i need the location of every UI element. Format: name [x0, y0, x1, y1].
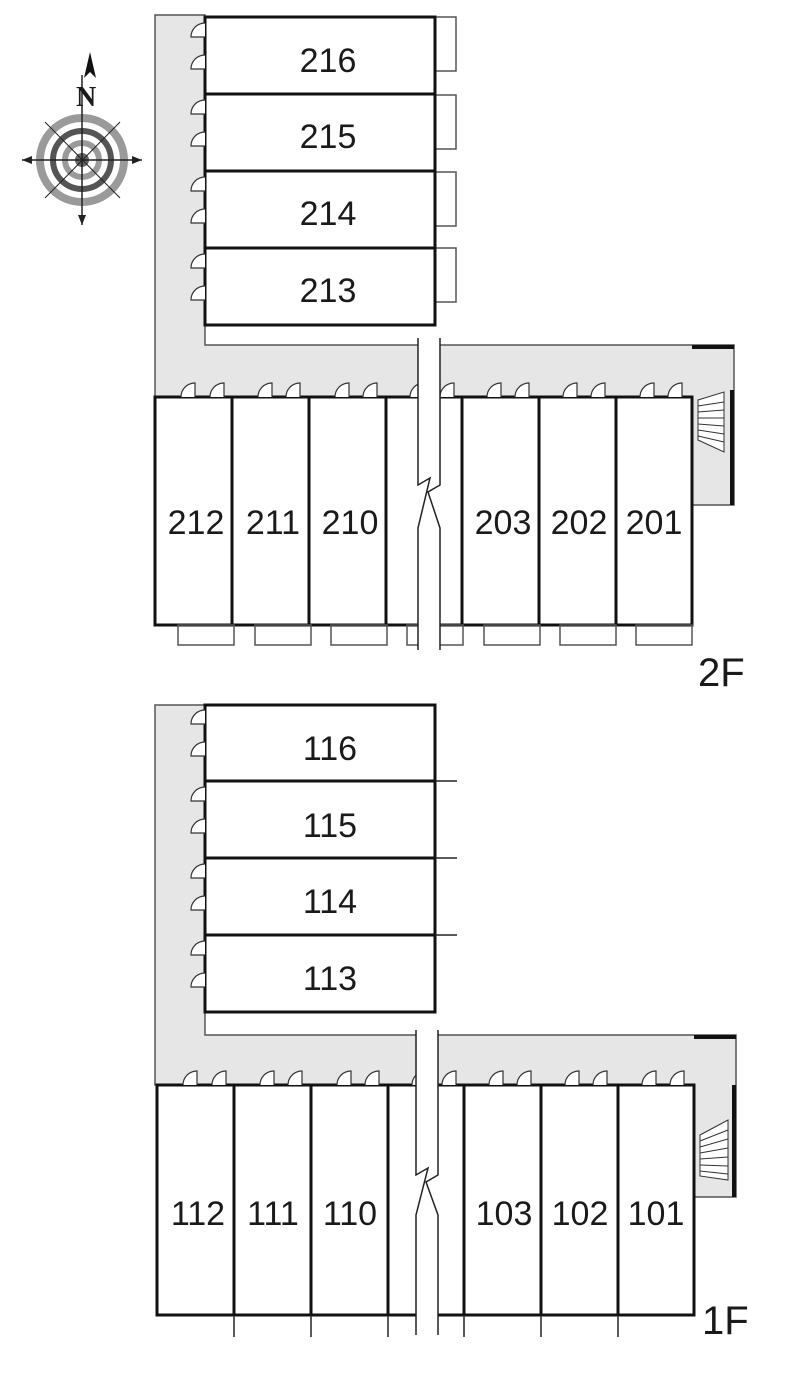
unit-label: 214 [300, 195, 357, 233]
unit-114 [203, 856, 437, 937]
unit-label: 116 [303, 730, 357, 768]
unit-label: 202 [551, 504, 608, 542]
unit-212 [153, 395, 234, 627]
unit-label: 101 [628, 1195, 685, 1233]
floor-2f: 216 215 214 213 212 211 210 203 202 201 … [153, 14, 745, 695]
unit-label: 212 [168, 504, 225, 542]
unit-label: 213 [300, 272, 357, 310]
unit-label: 113 [303, 960, 357, 998]
break-line-1f [416, 1030, 438, 1335]
unit-216 [203, 15, 437, 96]
unit-labels-2f: 216 215 214 213 212 211 210 203 202 201 [168, 42, 683, 542]
unit-112 [155, 1083, 236, 1317]
unit-103 [462, 1083, 543, 1317]
unit-label: 110 [323, 1195, 377, 1233]
unit-labels-1f: 116 115 114 113 112 111 110 103 102 101 [171, 730, 684, 1233]
floor-1f: 116 115 114 113 112 111 110 103 102 101 … [154, 703, 749, 1343]
north-label: N [76, 82, 96, 113]
unit-label: 216 [300, 42, 357, 80]
unit-label: 103 [476, 1195, 533, 1233]
wing-units-1f [203, 703, 437, 1014]
stairs-2f [697, 391, 725, 453]
floor-label-2f: 2F [698, 651, 745, 695]
unit-213 [203, 246, 437, 327]
row-units-2f [153, 395, 694, 627]
unit-202 [537, 395, 618, 627]
stairs-1f [699, 1119, 729, 1181]
unit-label: 201 [626, 504, 683, 542]
unit-label: 210 [322, 504, 379, 542]
unit-215 [203, 92, 437, 173]
unit-102 [539, 1083, 620, 1317]
unit-113 [203, 933, 437, 1014]
floor-label-1f: 1F [702, 1299, 749, 1343]
north-arrow-icon [84, 52, 96, 78]
unit-label: 112 [171, 1195, 225, 1233]
unit-label: 111 [247, 1195, 299, 1233]
unit-label: 102 [552, 1195, 609, 1233]
unit-label: 114 [303, 883, 357, 921]
row-units-1f [155, 1083, 696, 1317]
wing-units-2f [203, 15, 437, 327]
unit-label: 115 [303, 807, 357, 845]
unit-label: 215 [300, 118, 357, 156]
compass-icon: N [22, 52, 142, 225]
unit-201 [614, 395, 694, 627]
unit-110 [309, 1083, 390, 1317]
unit-label: 203 [475, 504, 532, 542]
unit-label: 211 [246, 504, 300, 542]
